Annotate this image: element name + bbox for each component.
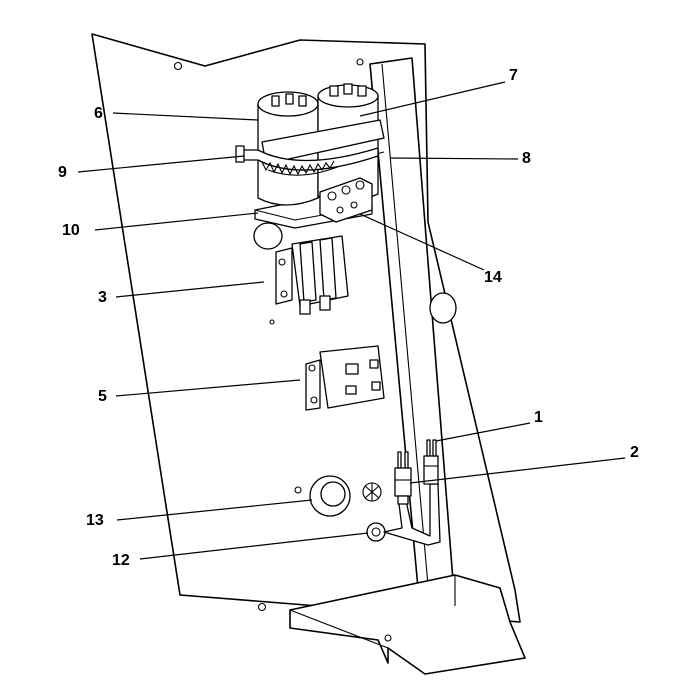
callout-12: 12: [112, 552, 130, 569]
callout-labels: 6 7 8 9 10 14 3 5 1 2 13 12: [58, 67, 639, 569]
capacitor-small: [317, 83, 379, 203]
callout-9: 9: [58, 164, 67, 181]
power-plug-secondary-icon: [394, 451, 412, 505]
grommet: [294, 475, 382, 517]
callout-7: 7: [509, 67, 518, 84]
star-knockout-icon: [362, 482, 382, 502]
callout-1: 1: [534, 409, 543, 426]
strain-relief: [366, 522, 386, 542]
relay: [305, 345, 385, 411]
power-plug-icon: [423, 439, 439, 485]
callout-2: 2: [630, 444, 639, 461]
callout-13: 13: [86, 512, 104, 529]
bottom-tray: [289, 574, 526, 675]
hose-clamp: [235, 145, 379, 176]
callout-6: 6: [94, 105, 103, 122]
callout-8: 8: [522, 150, 531, 167]
knockout-hole: [253, 222, 283, 250]
callout-10: 10: [62, 222, 80, 239]
callout-14: 14: [484, 269, 502, 286]
callout-5: 5: [98, 388, 107, 405]
terminal-block: [319, 177, 373, 223]
power-cord: [383, 483, 441, 546]
contactor: [269, 235, 349, 325]
leader-lines: [77, 81, 626, 560]
callout-3: 3: [98, 289, 107, 306]
